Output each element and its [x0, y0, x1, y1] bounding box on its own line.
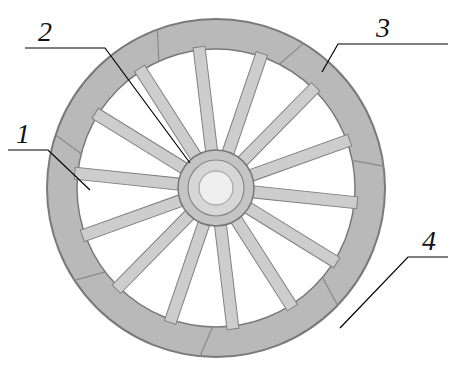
felloe-joint: [200, 327, 213, 356]
spoke: [251, 186, 358, 209]
spokes: [74, 46, 358, 329]
rim: [47, 19, 385, 357]
spoke: [248, 134, 352, 181]
spoke: [193, 46, 218, 153]
callout-number: 2: [38, 18, 52, 46]
felloe-joint: [279, 43, 303, 64]
leader-line: [322, 44, 448, 72]
felloe-joint: [322, 277, 337, 305]
callout-number: 3: [376, 14, 390, 42]
axle-hole: [199, 171, 233, 205]
felloe-joint: [56, 135, 82, 154]
felloe-joints: [56, 29, 384, 356]
leader-line: [340, 257, 448, 328]
spoke: [80, 194, 184, 241]
spoke: [214, 223, 239, 330]
felloe-joint: [74, 272, 105, 280]
hub-ring: [188, 160, 244, 216]
wheel: [47, 19, 385, 357]
spoke: [74, 167, 181, 190]
spoke: [230, 215, 297, 311]
felloe-joint: [352, 160, 383, 166]
leader-line: [8, 150, 90, 190]
leader-line: [25, 48, 190, 163]
rim-inner: [77, 49, 355, 327]
felloe-joint: [157, 29, 158, 61]
spoke: [134, 65, 201, 161]
leader-lines: [8, 44, 448, 328]
callout-number: 4: [422, 227, 436, 255]
callout-number: 1: [16, 120, 30, 148]
